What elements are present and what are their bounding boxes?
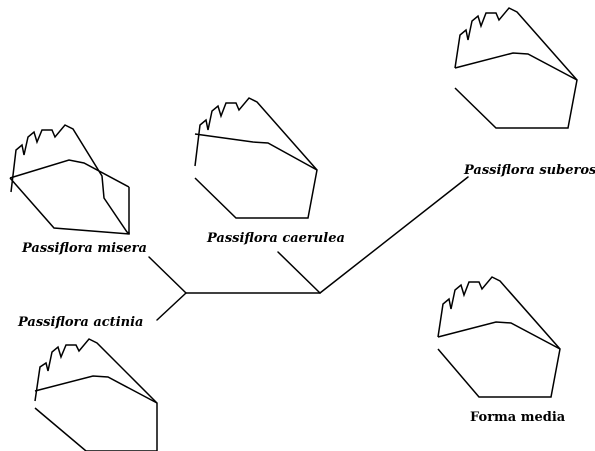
label-actinia: Passiflora actinia	[17, 315, 143, 330]
branch-caerulea	[277, 251, 321, 294]
label-caerulea: Passiflora caerulea	[206, 231, 345, 246]
leaf-outline-media	[437, 276, 561, 398]
leaf-outline-caerulea	[194, 97, 318, 219]
leaf-outline-actinia	[34, 338, 158, 451]
branch-actinia	[156, 292, 187, 321]
branch-suberosa	[319, 176, 469, 294]
leaf-outline-suberosa	[454, 7, 578, 129]
label-suberosa: Passiflora suberosa	[463, 163, 595, 178]
label-misera: Passiflora misera	[21, 241, 147, 256]
leaf-outline-misera	[9, 124, 130, 235]
branch-misera	[148, 256, 187, 294]
tree	[148, 176, 469, 321]
label-forma-media: Forma media	[470, 410, 566, 425]
